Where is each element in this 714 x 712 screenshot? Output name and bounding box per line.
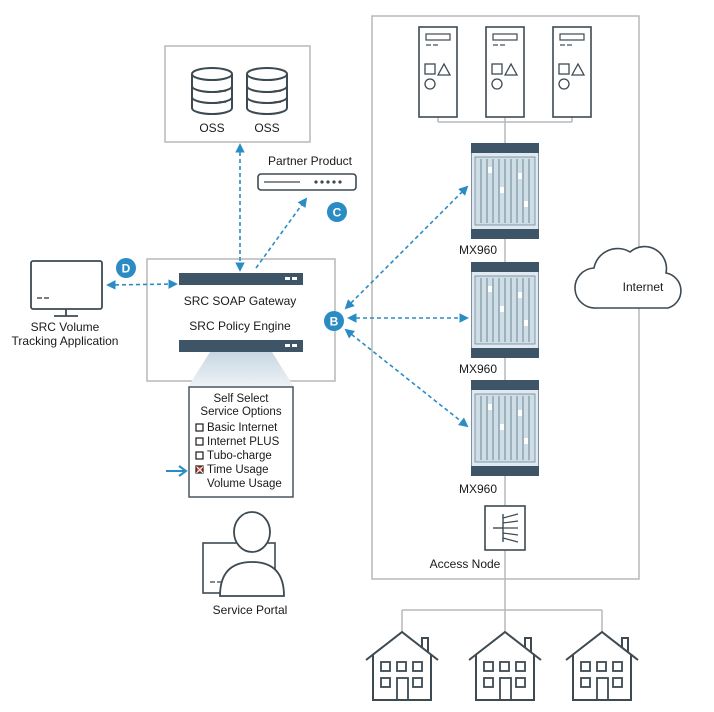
option-label: Internet PLUS (207, 436, 280, 448)
option-label: Basic Internet (207, 422, 278, 434)
option-checkbox[interactable] (195, 451, 204, 460)
house-icon (565, 631, 639, 701)
router-label: MX960 (459, 482, 497, 496)
partner-product-label: Partner Product (268, 154, 353, 168)
self-select-panel (188, 386, 294, 498)
server-rack-icon (179, 273, 303, 285)
router-chassis-icon (471, 143, 539, 239)
router-label: MX960 (459, 243, 497, 257)
option-checkbox[interactable] (195, 437, 204, 446)
connections (106, 143, 469, 428)
src-volume-label-line1: SRC Volume (31, 320, 100, 334)
self-select-title-line2: Service Options (200, 406, 281, 418)
server-tower-icon (418, 26, 458, 118)
badge-d: D (116, 258, 136, 278)
router-chassis-icon (471, 262, 539, 358)
arrow-src-router3 (344, 328, 469, 428)
server-tower-icon (485, 26, 525, 118)
cloud-icon (574, 245, 682, 309)
option-checkbox-selected[interactable] (195, 465, 204, 474)
server-tower-icon (552, 26, 592, 118)
access-node-icon (484, 505, 526, 551)
src-policy-label: SRC Policy Engine (189, 319, 291, 333)
house-icon (365, 631, 439, 701)
oss-label: OSS (254, 121, 279, 135)
option-label: Tubo-charge (207, 450, 272, 462)
access-node-label: Access Node (430, 557, 501, 571)
oss-box (164, 45, 311, 143)
self-select-title-line1: Self Select (214, 393, 270, 405)
svg-text:B: B (330, 315, 339, 329)
arrow-monitor-gateway (106, 279, 178, 290)
svg-text:D: D (122, 262, 131, 276)
option-label: Time Usage (207, 464, 269, 476)
policy-beam (188, 352, 294, 387)
server-rack-icon (179, 340, 303, 352)
badge-c: C (327, 202, 347, 222)
src-volume-label-line2: Tracking Application (12, 334, 119, 348)
router-chassis-icon (471, 380, 539, 476)
server-rack-icon (257, 173, 357, 191)
src-gateway-label: SRC SOAP Gateway (184, 294, 297, 308)
option-label: Volume Usage (207, 478, 282, 490)
arrow-right-icon (166, 465, 188, 477)
svg-text:C: C (333, 206, 342, 220)
arrow-partner-gateway (255, 197, 308, 269)
arrow-src-router1 (344, 185, 469, 310)
house-icon (468, 631, 542, 701)
oss-label: OSS (199, 121, 224, 135)
service-portal-label: Service Portal (213, 603, 288, 617)
router-label: MX960 (459, 362, 497, 376)
option-checkbox[interactable] (195, 423, 204, 432)
user-icon (202, 511, 285, 597)
badge-b: B (324, 311, 344, 331)
internet-label: Internet (623, 280, 664, 294)
monitor-icon (30, 260, 103, 317)
